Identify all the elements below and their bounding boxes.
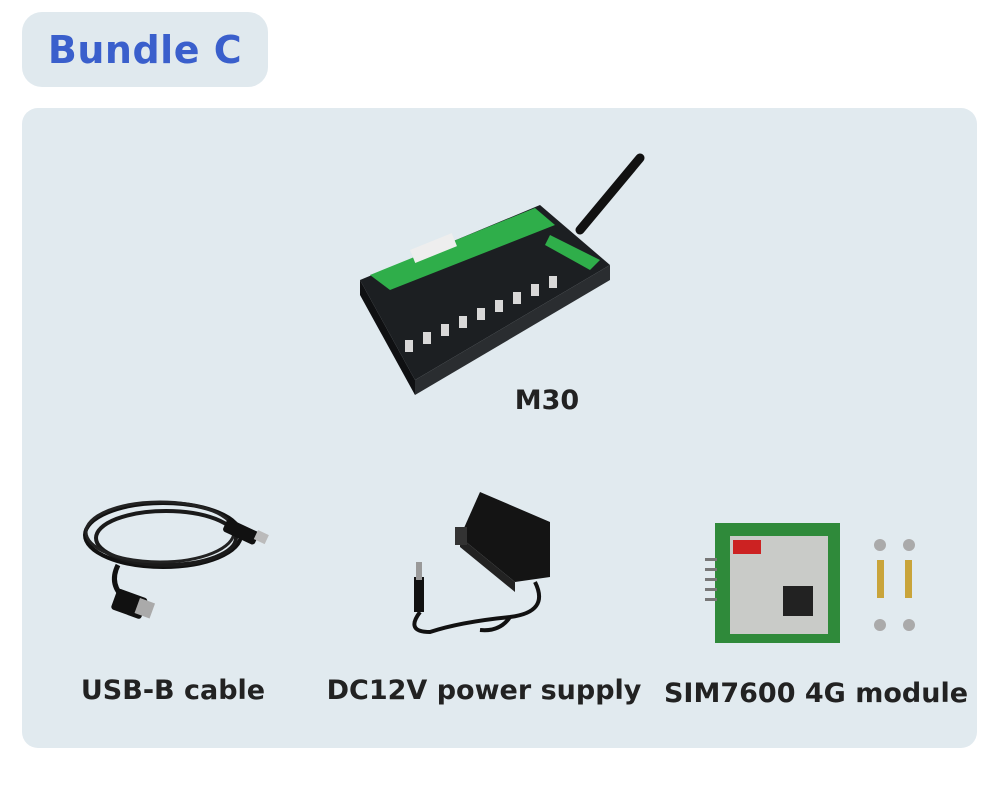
usb-cable-image [83,500,269,619]
bundle-title: Bundle C [47,27,243,72]
power-adapter-image [412,492,550,635]
m30-label: M30 [514,385,580,416]
energy-meter-image [360,153,645,395]
bundle-title-badge: Bundle C [22,12,268,87]
usb-cable-label: USB-B cable [80,675,266,706]
power-supply-label: DC12V power supply [326,675,642,706]
sim-module-label: SIM7600 4G module [663,678,969,709]
sim-module-image [705,523,915,643]
